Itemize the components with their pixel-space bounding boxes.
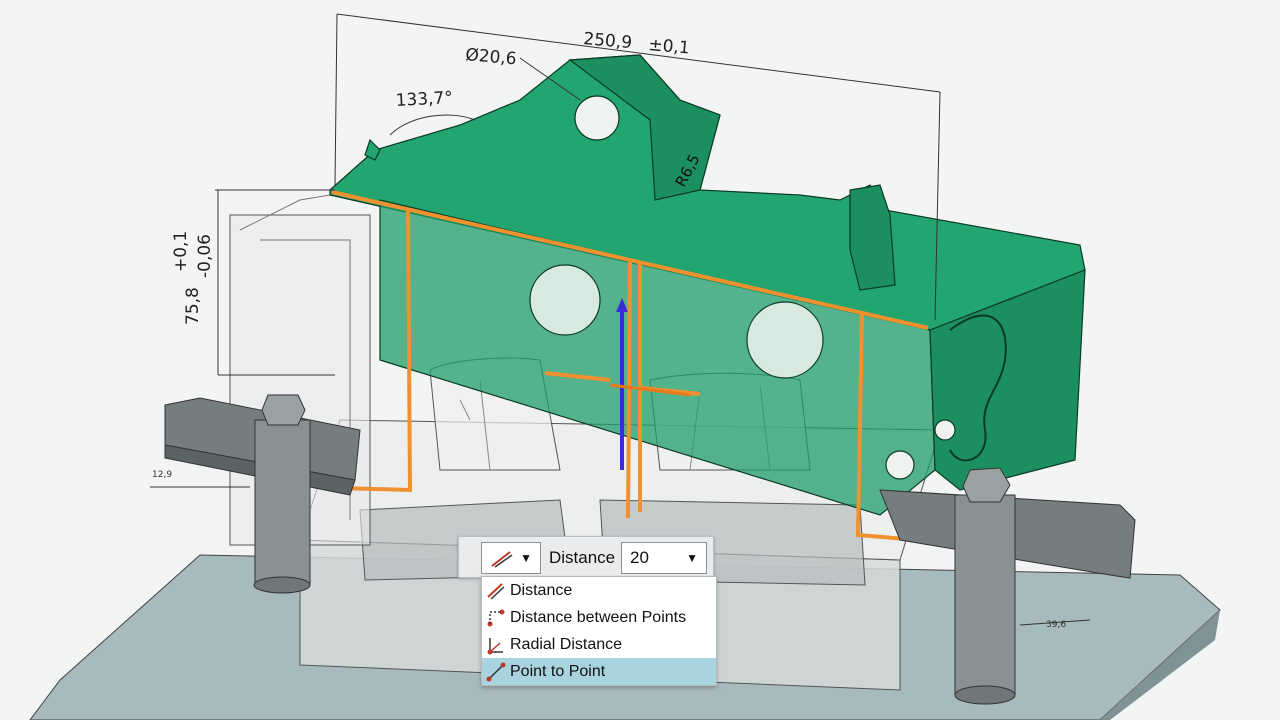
clamp-left [164, 394, 361, 594]
menu-item-radial-distance[interactable]: Radial Distance [482, 631, 716, 658]
menu-item-label: Point to Point [510, 662, 606, 680]
distance-value: 20 [630, 548, 649, 567]
dim-width-tolerance: ±0,1 [648, 35, 691, 59]
distance-between-points-icon [487, 609, 505, 626]
distance-icon [487, 582, 505, 600]
dim-height: 75,8 [183, 287, 203, 325]
operation-dropdown[interactable]: ▼ [481, 542, 541, 574]
section-toolbar: ▼ Distance 20 ▼ [458, 536, 714, 578]
dim-width: 250,9 [583, 29, 633, 53]
menu-item-label: Distance [510, 581, 573, 599]
transform-manipulator[interactable] [609, 298, 691, 470]
menu-item-distance[interactable]: Distance [482, 577, 716, 604]
part-body [329, 54, 1086, 516]
dim-height-lower-tol: -0,06 [195, 234, 215, 278]
distance-icon [491, 551, 513, 568]
dim-angle: 133,7° [395, 88, 453, 111]
radial-distance-icon [487, 637, 503, 654]
chevron-down-icon: ▼ [520, 551, 532, 565]
dim-small-left: 12,9 [152, 470, 172, 480]
dim-small-right: 39,6 [1046, 620, 1066, 630]
menu-item-label: Distance between Points [510, 608, 687, 626]
chevron-down-icon[interactable]: ▼ [686, 551, 698, 565]
distance-label: Distance [549, 548, 616, 567]
dim-height-upper-tol: +0,1 [171, 231, 191, 272]
point-to-point-icon [486, 662, 506, 681]
menu-item-point-to-point[interactable]: Point to Point [482, 658, 716, 685]
dimension-lines [150, 13, 1091, 626]
menu-item-distance-between-points[interactable]: Distance between Points [482, 604, 716, 631]
dim-diameter: Ø20,6 [465, 45, 518, 69]
operation-menu: Distance Distance between Points Radial … [481, 576, 717, 686]
clamp-right [879, 467, 1136, 705]
distance-value-field[interactable]: 20 ▼ [621, 542, 707, 574]
menu-item-label: Radial Distance [510, 635, 623, 653]
